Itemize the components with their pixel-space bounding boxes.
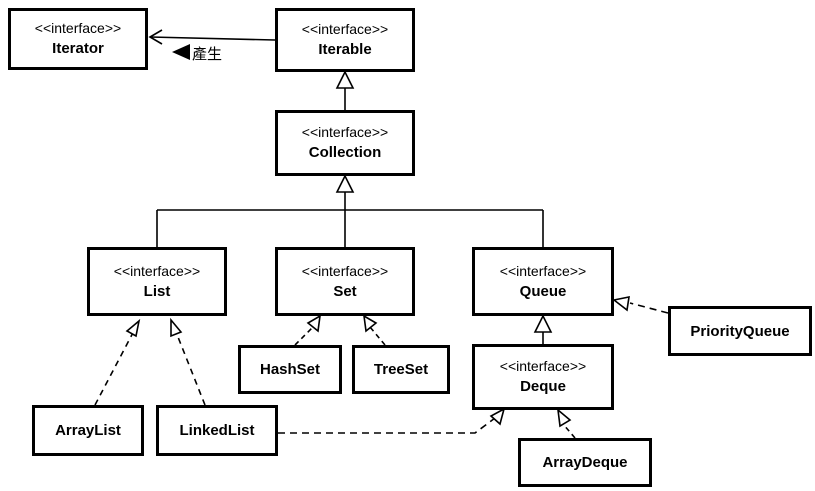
arraylist-class-box: ArrayList bbox=[32, 405, 144, 456]
produces-direction-icon bbox=[172, 44, 190, 60]
hashset-name: HashSet bbox=[259, 361, 321, 378]
iterable-inheritance-triangle bbox=[335, 70, 355, 89]
collection-stereotype: <<interface>> bbox=[301, 124, 389, 140]
iterable-name: Iterable bbox=[318, 41, 372, 58]
produces-label: 產生 bbox=[192, 46, 223, 63]
linkedlist-implements-deque-line bbox=[278, 417, 496, 434]
treeset-class-box: TreeSet bbox=[352, 345, 450, 394]
iterable-stereotype: <<interface>> bbox=[301, 21, 389, 37]
arraylist-implements-line bbox=[94, 326, 137, 406]
iterator-interface-box: <<interface>> Iterator bbox=[8, 8, 148, 70]
arraydeque-implements-line bbox=[562, 423, 576, 439]
set-realization-triangle-1 bbox=[306, 314, 322, 333]
queue-name: Queue bbox=[519, 282, 567, 300]
arraydeque-name: ArrayDeque bbox=[542, 454, 628, 471]
hashset-class-box: HashSet bbox=[238, 345, 342, 394]
queue-stereotype: <<interface>> bbox=[499, 262, 587, 279]
list-realization-triangle-1 bbox=[125, 318, 141, 338]
deque-name: Deque bbox=[520, 378, 566, 395]
list-stereotype: <<interface>> bbox=[113, 262, 201, 279]
set-stereotype: <<interface>> bbox=[301, 262, 389, 279]
treeset-implements-line bbox=[369, 326, 386, 346]
deque-interface-box: <<interface>> Deque bbox=[472, 344, 614, 410]
deque-realization-triangle-2 bbox=[556, 408, 572, 428]
set-realization-triangle-2 bbox=[362, 314, 378, 333]
arraylist-name: ArrayList bbox=[55, 422, 121, 439]
queue-interface-box: <<interface>> Queue bbox=[472, 247, 614, 316]
set-interface-box: <<interface>> Set bbox=[275, 247, 415, 316]
deque-realization-triangle-1 bbox=[489, 407, 506, 426]
treeset-name: TreeSet bbox=[373, 361, 429, 378]
iterable-interface-box: <<interface>> Iterable bbox=[275, 8, 415, 72]
set-name: Set bbox=[333, 282, 357, 300]
arraydeque-class-box: ArrayDeque bbox=[518, 438, 652, 487]
produces-connector bbox=[149, 36, 276, 41]
deque-stereotype: <<interface>> bbox=[499, 358, 587, 374]
priorityqueue-implements-line bbox=[629, 302, 669, 314]
linkedlist-class-box: LinkedList bbox=[156, 405, 278, 456]
collection-name: Collection bbox=[308, 144, 382, 161]
list-interface-box: <<interface>> List bbox=[87, 247, 227, 316]
list-realization-triangle-2 bbox=[170, 317, 183, 338]
linkedlist-name: LinkedList bbox=[179, 422, 255, 439]
queue-realization-triangle bbox=[612, 295, 630, 312]
iterator-name: Iterator bbox=[52, 40, 104, 57]
produces-arrowhead bbox=[148, 29, 163, 45]
priorityqueue-class-box: PriorityQueue bbox=[668, 306, 812, 356]
collection-interface-box: <<interface>> Collection bbox=[275, 110, 415, 176]
collection-inheritance-triangle bbox=[335, 174, 355, 193]
queue-inheritance-triangle bbox=[533, 314, 553, 333]
list-name: List bbox=[143, 282, 171, 300]
hashset-implements-line bbox=[294, 326, 314, 346]
iterator-stereotype: <<interface>> bbox=[34, 20, 122, 36]
priorityqueue-name: PriorityQueue bbox=[690, 322, 790, 340]
linkedlist-implements-list-line bbox=[173, 326, 206, 406]
